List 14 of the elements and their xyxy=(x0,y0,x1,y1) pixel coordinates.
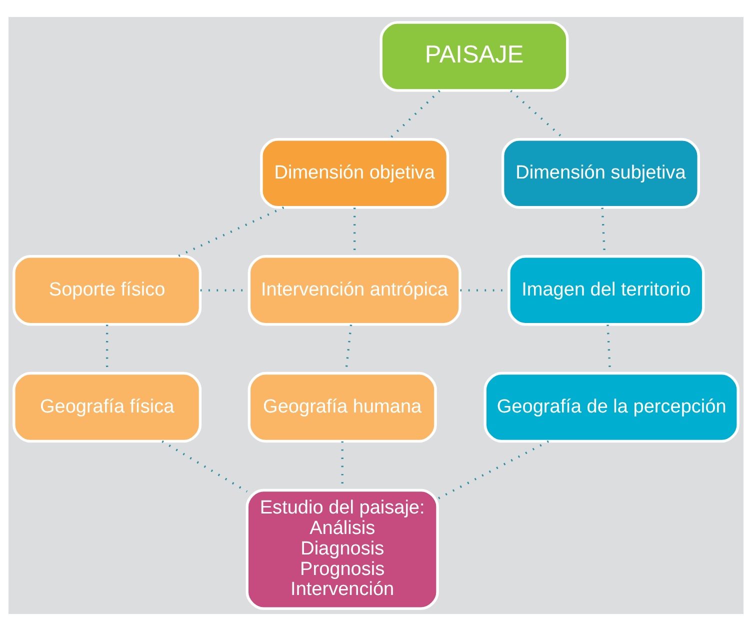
node-box: Geografía física xyxy=(12,372,202,443)
node-box: Geografía humana xyxy=(248,372,437,443)
connector xyxy=(388,90,440,140)
node-box: Imagen del territorio xyxy=(508,254,705,326)
node-box: Soporte físico xyxy=(12,254,202,326)
node-box: Dimensión subjetiva xyxy=(501,138,700,209)
node-box: Geografía de la percepción xyxy=(484,372,740,443)
node-box: Dimensión objetiva xyxy=(260,138,450,209)
node-box: PAISAJE xyxy=(380,21,569,92)
node-box: Intervención antrópica xyxy=(248,254,462,326)
connector xyxy=(178,206,284,258)
connector xyxy=(162,440,248,492)
node-box: Estudio del paisaje: Análisis Diagnosis Prognosis Intervención xyxy=(246,488,439,610)
connector xyxy=(437,440,549,500)
